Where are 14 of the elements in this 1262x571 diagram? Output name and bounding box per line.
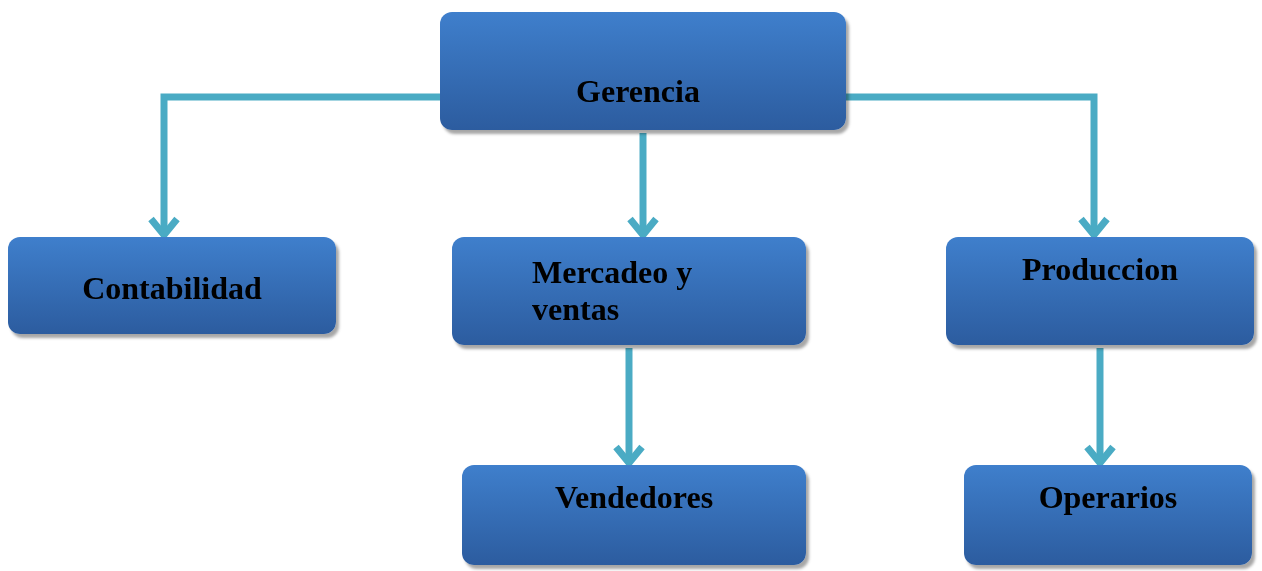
process-box xyxy=(452,237,806,345)
box-label: Contabilidad xyxy=(82,270,262,307)
arrow xyxy=(147,93,440,239)
box-label: Gerencia xyxy=(576,72,700,110)
box-label: Produccion xyxy=(1022,251,1178,288)
arrow xyxy=(846,93,1111,239)
process-box xyxy=(440,12,846,130)
process-box xyxy=(964,465,1252,565)
process-box xyxy=(8,237,336,334)
box-label: Vendedores xyxy=(554,479,714,516)
box-label: Mercadeo y ventas xyxy=(532,254,694,328)
process-box xyxy=(946,237,1254,345)
process-box xyxy=(462,465,806,565)
box-label: Operarios xyxy=(1038,479,1178,516)
